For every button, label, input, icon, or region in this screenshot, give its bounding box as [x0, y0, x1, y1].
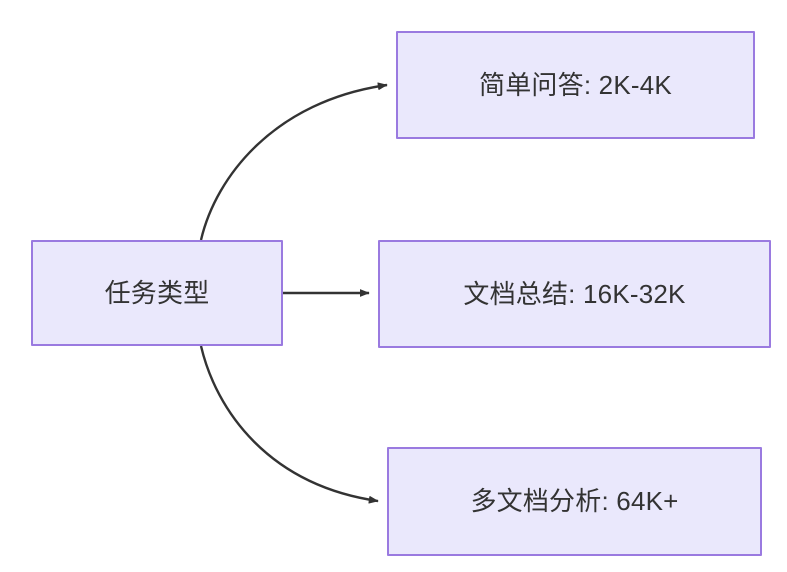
- node-document-summary-label: 文档总结: 16K-32K: [463, 278, 686, 309]
- node-simple-qa-label: 简单问答: 2K-4K: [479, 69, 672, 100]
- node-task-type[interactable]: 任务类型: [31, 240, 283, 346]
- node-multi-document-analysis-label: 多文档分析: 64K+: [470, 486, 679, 517]
- node-task-type-label: 任务类型: [104, 277, 210, 308]
- edge-root-to-multi-doc: [199, 345, 379, 504]
- edge-root-to-simple-qa: [199, 82, 388, 241]
- node-multi-document-analysis[interactable]: 多文档分析: 64K+: [387, 447, 762, 556]
- node-simple-qa[interactable]: 简单问答: 2K-4K: [396, 31, 755, 139]
- node-document-summary[interactable]: 文档总结: 16K-32K: [378, 240, 771, 348]
